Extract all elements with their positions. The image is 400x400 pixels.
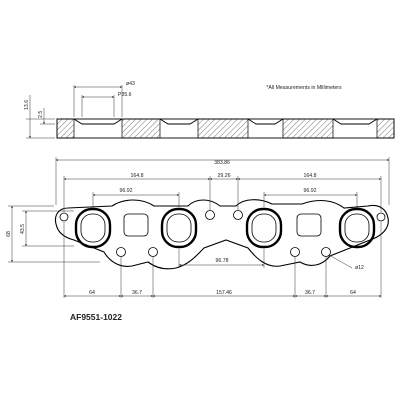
part-number: AF9551-1022 — [70, 312, 122, 322]
dim-port-height: 43.5 — [20, 224, 26, 234]
side-port-4 — [332, 118, 378, 125]
dim-bottom-4: 36.7 — [305, 290, 315, 296]
exhaust-port-4 — [338, 207, 376, 249]
dim-bottom-2: 36.7 — [132, 290, 142, 296]
dim-outer-port-dia: ø43 — [126, 81, 135, 87]
dim-inner-port-dia: P35.6 — [118, 92, 132, 98]
side-port-3 — [247, 118, 284, 125]
dim-height-total: 13.6 — [24, 100, 30, 110]
bolt-hole-8 — [376, 212, 386, 222]
dim-center-port-spacing: 96.78 — [216, 258, 229, 264]
bolt-hole-6 — [290, 247, 300, 257]
dim-span-left: 164.8 — [131, 173, 144, 179]
cutout-left — [123, 213, 149, 237]
dim-bottom-3: 157.46 — [216, 290, 232, 296]
side-hatch-4 — [282, 118, 334, 139]
exhaust-port-2-inner — [166, 213, 192, 243]
dim-port-pitch-right: 96.92 — [304, 188, 317, 194]
cutout-right — [296, 213, 322, 237]
side-port-1 — [73, 118, 123, 125]
exhaust-port-4-inner — [344, 213, 370, 243]
dim-bolt-dia: ø12 — [355, 265, 364, 271]
dim-bottom-1: 64 — [89, 290, 95, 296]
dim-center-bolt-spacing: 29.26 — [218, 173, 231, 179]
dim-overall-width: 383.86 — [214, 160, 230, 166]
side-hatch-5 — [376, 118, 395, 139]
exhaust-port-1 — [74, 207, 112, 249]
bolt-hole-5 — [233, 210, 243, 220]
bolt-hole-3 — [148, 247, 158, 257]
exhaust-port-3-inner — [251, 213, 277, 243]
exhaust-port-1-inner — [80, 213, 106, 243]
plan-view: 383.86 164.8 164.8 29.26 96.92 96.92 96.… — [6, 157, 390, 298]
bolt-hole-2 — [116, 247, 126, 257]
measurement-note: *All Measurements in Millimeters — [266, 85, 342, 91]
exhaust-port-3 — [245, 207, 283, 249]
bolt-hole-4 — [205, 210, 215, 220]
side-hatch-2 — [121, 118, 161, 139]
dim-span-right: 164.8 — [304, 173, 317, 179]
dim-height-step: 2.5 — [38, 111, 44, 118]
side-section-view: ø43 P35.6 13.6 2.5 — [24, 81, 395, 139]
bolt-hole-7 — [321, 247, 331, 257]
exhaust-port-2 — [160, 207, 198, 249]
side-hatch-1 — [56, 118, 75, 139]
side-port-2 — [159, 118, 199, 125]
dim-port-pitch-left: 96.92 — [120, 188, 133, 194]
bolt-hole-1 — [59, 212, 69, 222]
side-hatch-3 — [197, 118, 249, 139]
dim-overall-height: 68 — [6, 231, 12, 237]
dim-bottom-5: 64 — [350, 290, 356, 296]
